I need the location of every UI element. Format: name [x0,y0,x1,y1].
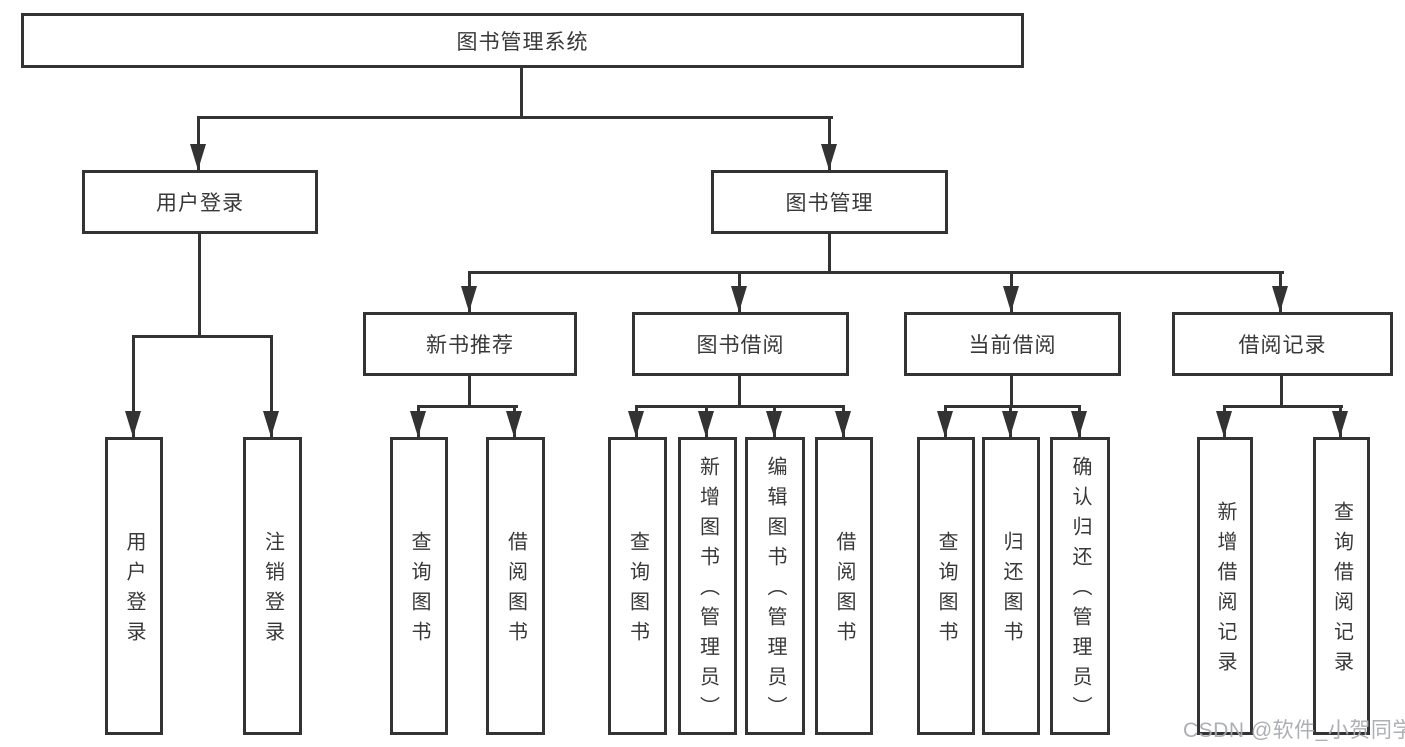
node-borrow-records: 借阅记录 [1172,312,1393,376]
arrow-down-icon [1216,407,1232,437]
connector-line [1280,376,1283,407]
arrow-down-icon [698,407,714,437]
arrow-down-icon [937,407,953,437]
node-root-label: 图书管理系统 [456,30,589,54]
connector-line [417,405,518,408]
leaf-query-books-2-label: 查询图书 [626,531,649,651]
leaf-add-book-admin: 新增图书（管理员） [678,437,737,735]
connector-line [828,234,831,273]
leaf-query-borrow-record-label: 查询借阅记录 [1330,501,1353,681]
node-current-borrow-label: 当前借阅 [968,334,1057,357]
node-book-borrow: 图书借阅 [632,312,849,376]
leaf-return-book: 归还图书 [982,437,1040,735]
connector-line [1223,405,1343,408]
node-book-management: 图书管理 [711,170,948,234]
node-book-borrow-label: 图书借阅 [696,334,785,357]
arrow-down-icon [410,407,426,437]
arrow-down-icon [1002,407,1018,437]
arrow-down-icon [1071,407,1087,437]
leaf-query-books: 查询图书 [390,437,448,735]
leaf-borrow-books-label: 借阅图书 [504,531,527,651]
connector-line [635,405,845,408]
leaf-edit-book-admin: 编辑图书（管理员） [745,437,805,735]
leaf-user-login: 用户登录 [105,437,163,735]
node-borrow-records-label: 借阅记录 [1238,334,1327,357]
arrow-down-icon [506,407,522,437]
csdn-watermark: CSDN @软件_小贺同学 [1183,719,1405,742]
leaf-query-books-3-label: 查询图书 [935,531,957,651]
arrow-down-icon [766,407,782,437]
leaf-add-borrow-record: 新增借阅记录 [1197,437,1253,735]
node-root: 图书管理系统 [21,13,1024,68]
arrow-down-icon [628,407,644,437]
arrow-down-icon [821,118,837,170]
arrow-down-icon [1003,273,1019,312]
leaf-return-book-label: 归还图书 [1000,531,1022,651]
arrow-down-icon [1332,407,1348,437]
leaf-query-books-label: 查询图书 [408,531,430,651]
arrow-down-icon [190,118,206,170]
node-user-login-label: 用户登录 [156,192,244,215]
node-new-book-recommend: 新书推荐 [363,312,577,376]
connector-line [944,405,1081,408]
connector-line [738,376,741,407]
arrow-down-icon [263,337,279,437]
connector-line [1010,376,1013,407]
connector-line [468,376,471,407]
arrow-down-icon [835,407,851,437]
leaf-user-login-label: 用户登录 [123,531,145,651]
node-new-book-recommend-label: 新书推荐 [426,334,514,357]
leaf-query-books-2: 查询图书 [608,437,667,735]
node-current-borrow: 当前借阅 [904,312,1121,376]
leaf-query-borrow-record: 查询借阅记录 [1313,437,1370,735]
arrow-down-icon [731,273,747,312]
leaf-confirm-return-admin-label: 确认归还（管理员） [1069,456,1091,726]
connector-line [197,116,833,119]
connector-line [468,271,1284,274]
connector-line [198,234,201,337]
leaf-borrow-books-2-label: 借阅图书 [833,531,855,651]
node-user-login: 用户登录 [82,170,318,234]
arrow-down-icon [125,337,141,437]
leaf-add-borrow-record-label: 新增借阅记录 [1214,501,1236,681]
leaf-confirm-return-admin: 确认归还（管理员） [1050,437,1110,735]
arrow-down-icon [1272,273,1288,312]
connector-line [132,335,273,338]
leaf-query-books-3: 查询图书 [917,437,975,735]
connector-line [520,68,523,118]
leaf-borrow-books: 借阅图书 [486,437,545,735]
arrow-down-icon [461,273,477,312]
leaf-edit-book-admin-label: 编辑图书（管理员） [764,456,786,726]
leaf-logout-label: 注销登录 [261,531,284,651]
node-book-management-label: 图书管理 [785,192,874,215]
leaf-add-book-admin-label: 新增图书（管理员） [696,456,719,726]
leaf-borrow-books-2: 借阅图书 [815,437,873,735]
leaf-logout: 注销登录 [243,437,302,735]
